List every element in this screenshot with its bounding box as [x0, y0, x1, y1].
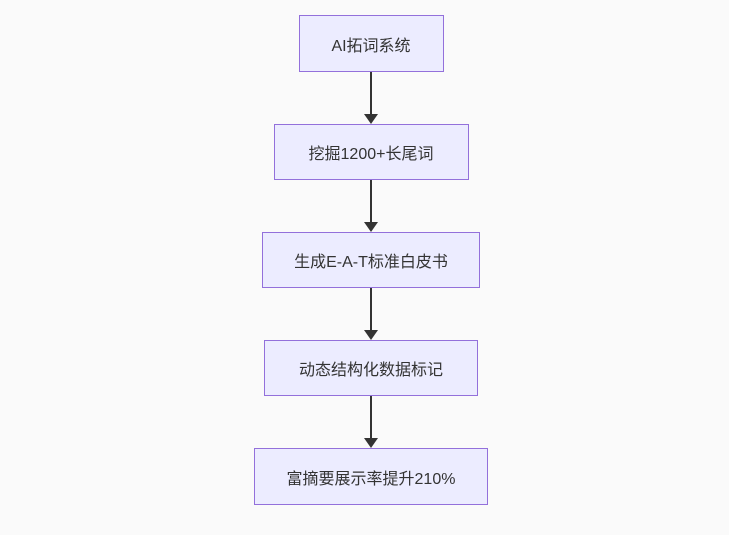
arrow-shaft — [370, 72, 372, 116]
flow-arrow-1-2 — [364, 72, 378, 124]
arrow-shaft — [370, 288, 372, 332]
flow-node-ai-word-expansion: AI拓词系统 — [298, 15, 444, 72]
arrow-head-icon — [364, 438, 378, 448]
arrow-head-icon — [364, 330, 378, 340]
arrow-head-icon — [364, 222, 378, 232]
flowchart: AI拓词系统 挖掘1200+长尾词 生成E-A-T标准白皮书 动态结构化数据标记… — [254, 15, 488, 505]
flow-node-structured-data-markup: 动态结构化数据标记 — [264, 340, 478, 396]
arrow-shaft — [370, 396, 372, 440]
flow-node-longtail-keywords: 挖掘1200+长尾词 — [273, 124, 469, 180]
flow-arrow-4-5 — [364, 396, 378, 448]
flow-node-rich-snippet-rate: 富摘要展示率提升210% — [254, 448, 488, 505]
flow-arrow-3-4 — [364, 288, 378, 340]
flow-arrow-2-3 — [364, 180, 378, 232]
arrow-shaft — [370, 180, 372, 224]
flow-node-eat-whitepaper: 生成E-A-T标准白皮书 — [262, 232, 480, 288]
arrow-head-icon — [364, 114, 378, 124]
